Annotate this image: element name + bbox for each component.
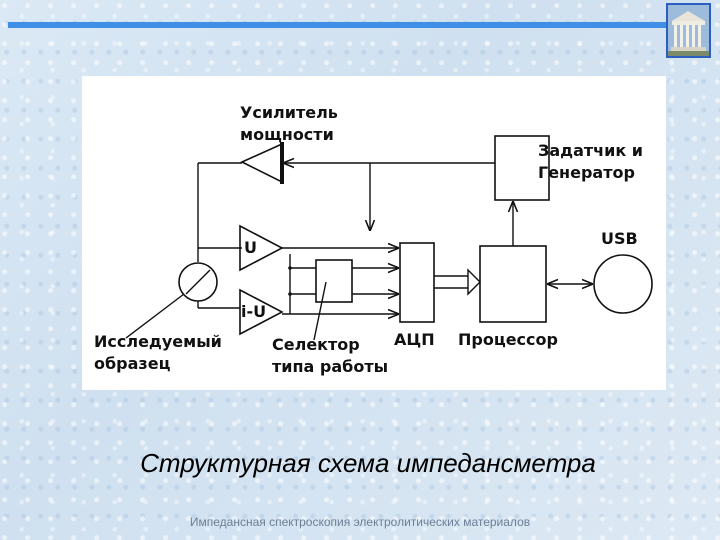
sample-label-line1: Исследуемый bbox=[94, 332, 222, 351]
top-accent-rule bbox=[8, 22, 666, 28]
slide-caption: Структурная схема импедансметра bbox=[140, 448, 596, 478]
selector-label-line1: Селектор bbox=[272, 335, 360, 354]
selector-label-line2: типа работы bbox=[272, 357, 388, 376]
voltage-amplifier-label: U bbox=[244, 238, 257, 257]
slide-footer: Импедансная спектроскопия электролитичес… bbox=[189, 515, 531, 529]
sample-label-line2: образец bbox=[94, 354, 171, 373]
usb-port-symbol bbox=[593, 254, 653, 314]
current-amplifier-symbol bbox=[239, 288, 284, 336]
usb-label: USB bbox=[601, 229, 638, 248]
power-amplifier-label-line1: Усилитель bbox=[240, 103, 338, 122]
block-diagram: Усилитель мощности Задатчик и Генератор … bbox=[82, 76, 666, 390]
generator-label-line1: Задатчик и bbox=[538, 141, 643, 160]
processor-label: Процессор bbox=[458, 330, 558, 349]
current-amplifier-label: i-U bbox=[241, 302, 266, 321]
power-amplifier-symbol bbox=[240, 142, 283, 184]
processor-block bbox=[479, 245, 547, 323]
generator-block bbox=[494, 135, 550, 201]
building-columns-icon bbox=[666, 3, 711, 58]
adc-block bbox=[399, 242, 435, 323]
power-amplifier-label-line2: мощности bbox=[240, 125, 334, 144]
voltage-amplifier-symbol bbox=[239, 224, 284, 272]
adc-label: АЦП bbox=[394, 330, 435, 349]
selector-block bbox=[315, 259, 353, 303]
generator-label-line2: Генератор bbox=[538, 163, 635, 182]
